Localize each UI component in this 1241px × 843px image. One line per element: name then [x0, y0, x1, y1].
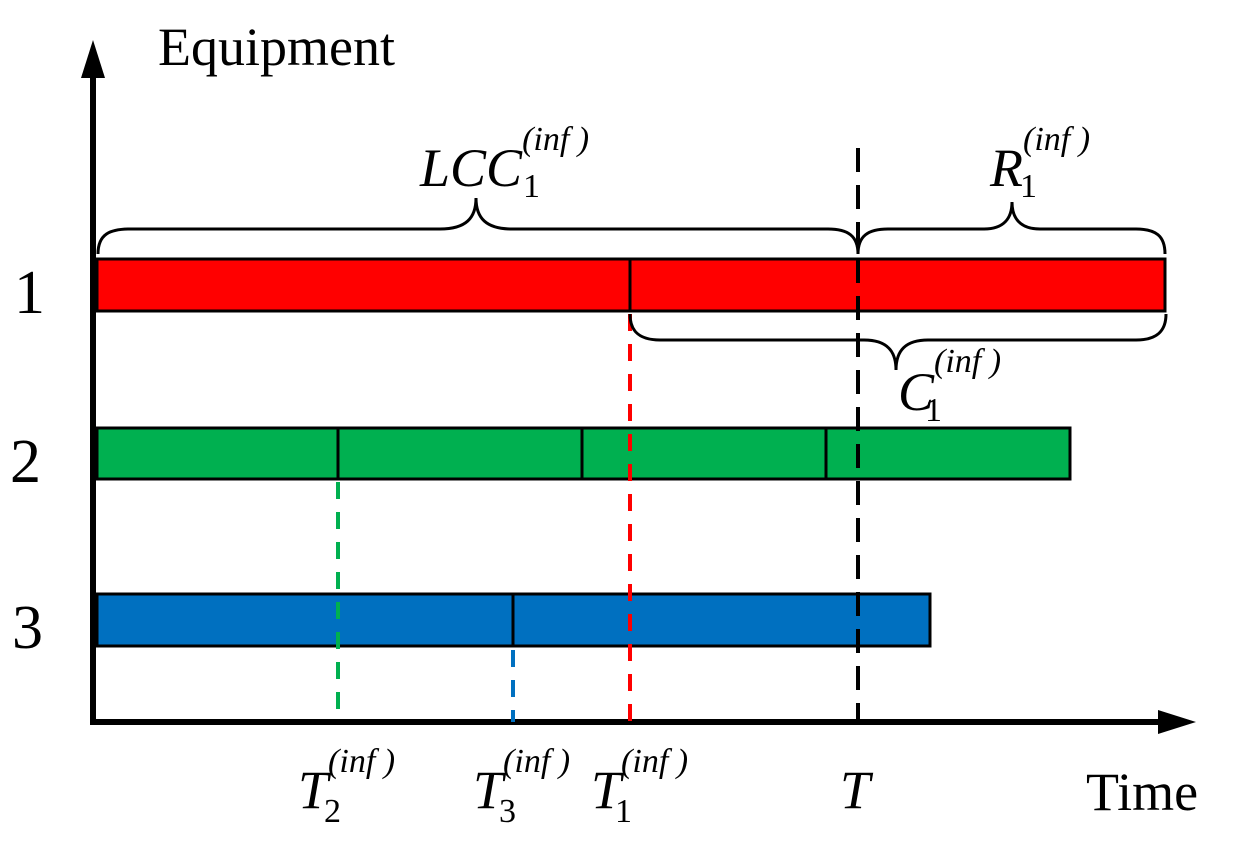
- lcc-sup: (inf ): [522, 121, 589, 158]
- lcc-sub: 1: [523, 168, 540, 205]
- c-sub: 1: [925, 392, 942, 429]
- t2-sup: (inf ): [328, 743, 395, 780]
- t1-inf-label: T(inf ): [591, 743, 688, 820]
- t1-sub: 1: [615, 793, 632, 830]
- t3-main: T: [473, 760, 507, 820]
- t1-sup: (inf ): [621, 743, 688, 780]
- y-axis-arrowhead: [81, 40, 105, 78]
- lcc-label: LCC(inf ): [419, 121, 589, 198]
- c-main: C: [898, 362, 935, 422]
- t2-sub: 2: [324, 793, 341, 830]
- t3-inf-label: T(inf ): [473, 743, 570, 820]
- x-axis-label: Time: [1086, 762, 1198, 822]
- r-sub: 1: [1020, 168, 1037, 205]
- x-axis-arrowhead: [1158, 710, 1196, 734]
- t1-main: T: [591, 760, 625, 820]
- equipment-3-label: 3: [12, 594, 43, 662]
- equipment-2-label: 2: [10, 428, 41, 496]
- r-main: R: [989, 138, 1023, 198]
- t3-sup: (inf ): [503, 743, 570, 780]
- c-label: C(inf ): [898, 343, 1001, 422]
- c-sup: (inf ): [934, 343, 1001, 380]
- t3-sub: 3: [499, 793, 516, 830]
- y-axis-label: Equipment: [158, 17, 395, 77]
- lcc-brace: [96, 197, 860, 255]
- r-label: R(inf ): [989, 121, 1090, 198]
- lcc-main: LCC: [419, 138, 523, 198]
- t2-main: T: [298, 760, 332, 820]
- c-brace: [628, 313, 1168, 371]
- t2-inf-label: T(inf ): [298, 743, 395, 820]
- equipment-1-label: 1: [14, 259, 45, 327]
- r-brace: [856, 201, 1167, 255]
- r-sup: (inf ): [1023, 121, 1090, 158]
- t-label: T: [840, 760, 874, 820]
